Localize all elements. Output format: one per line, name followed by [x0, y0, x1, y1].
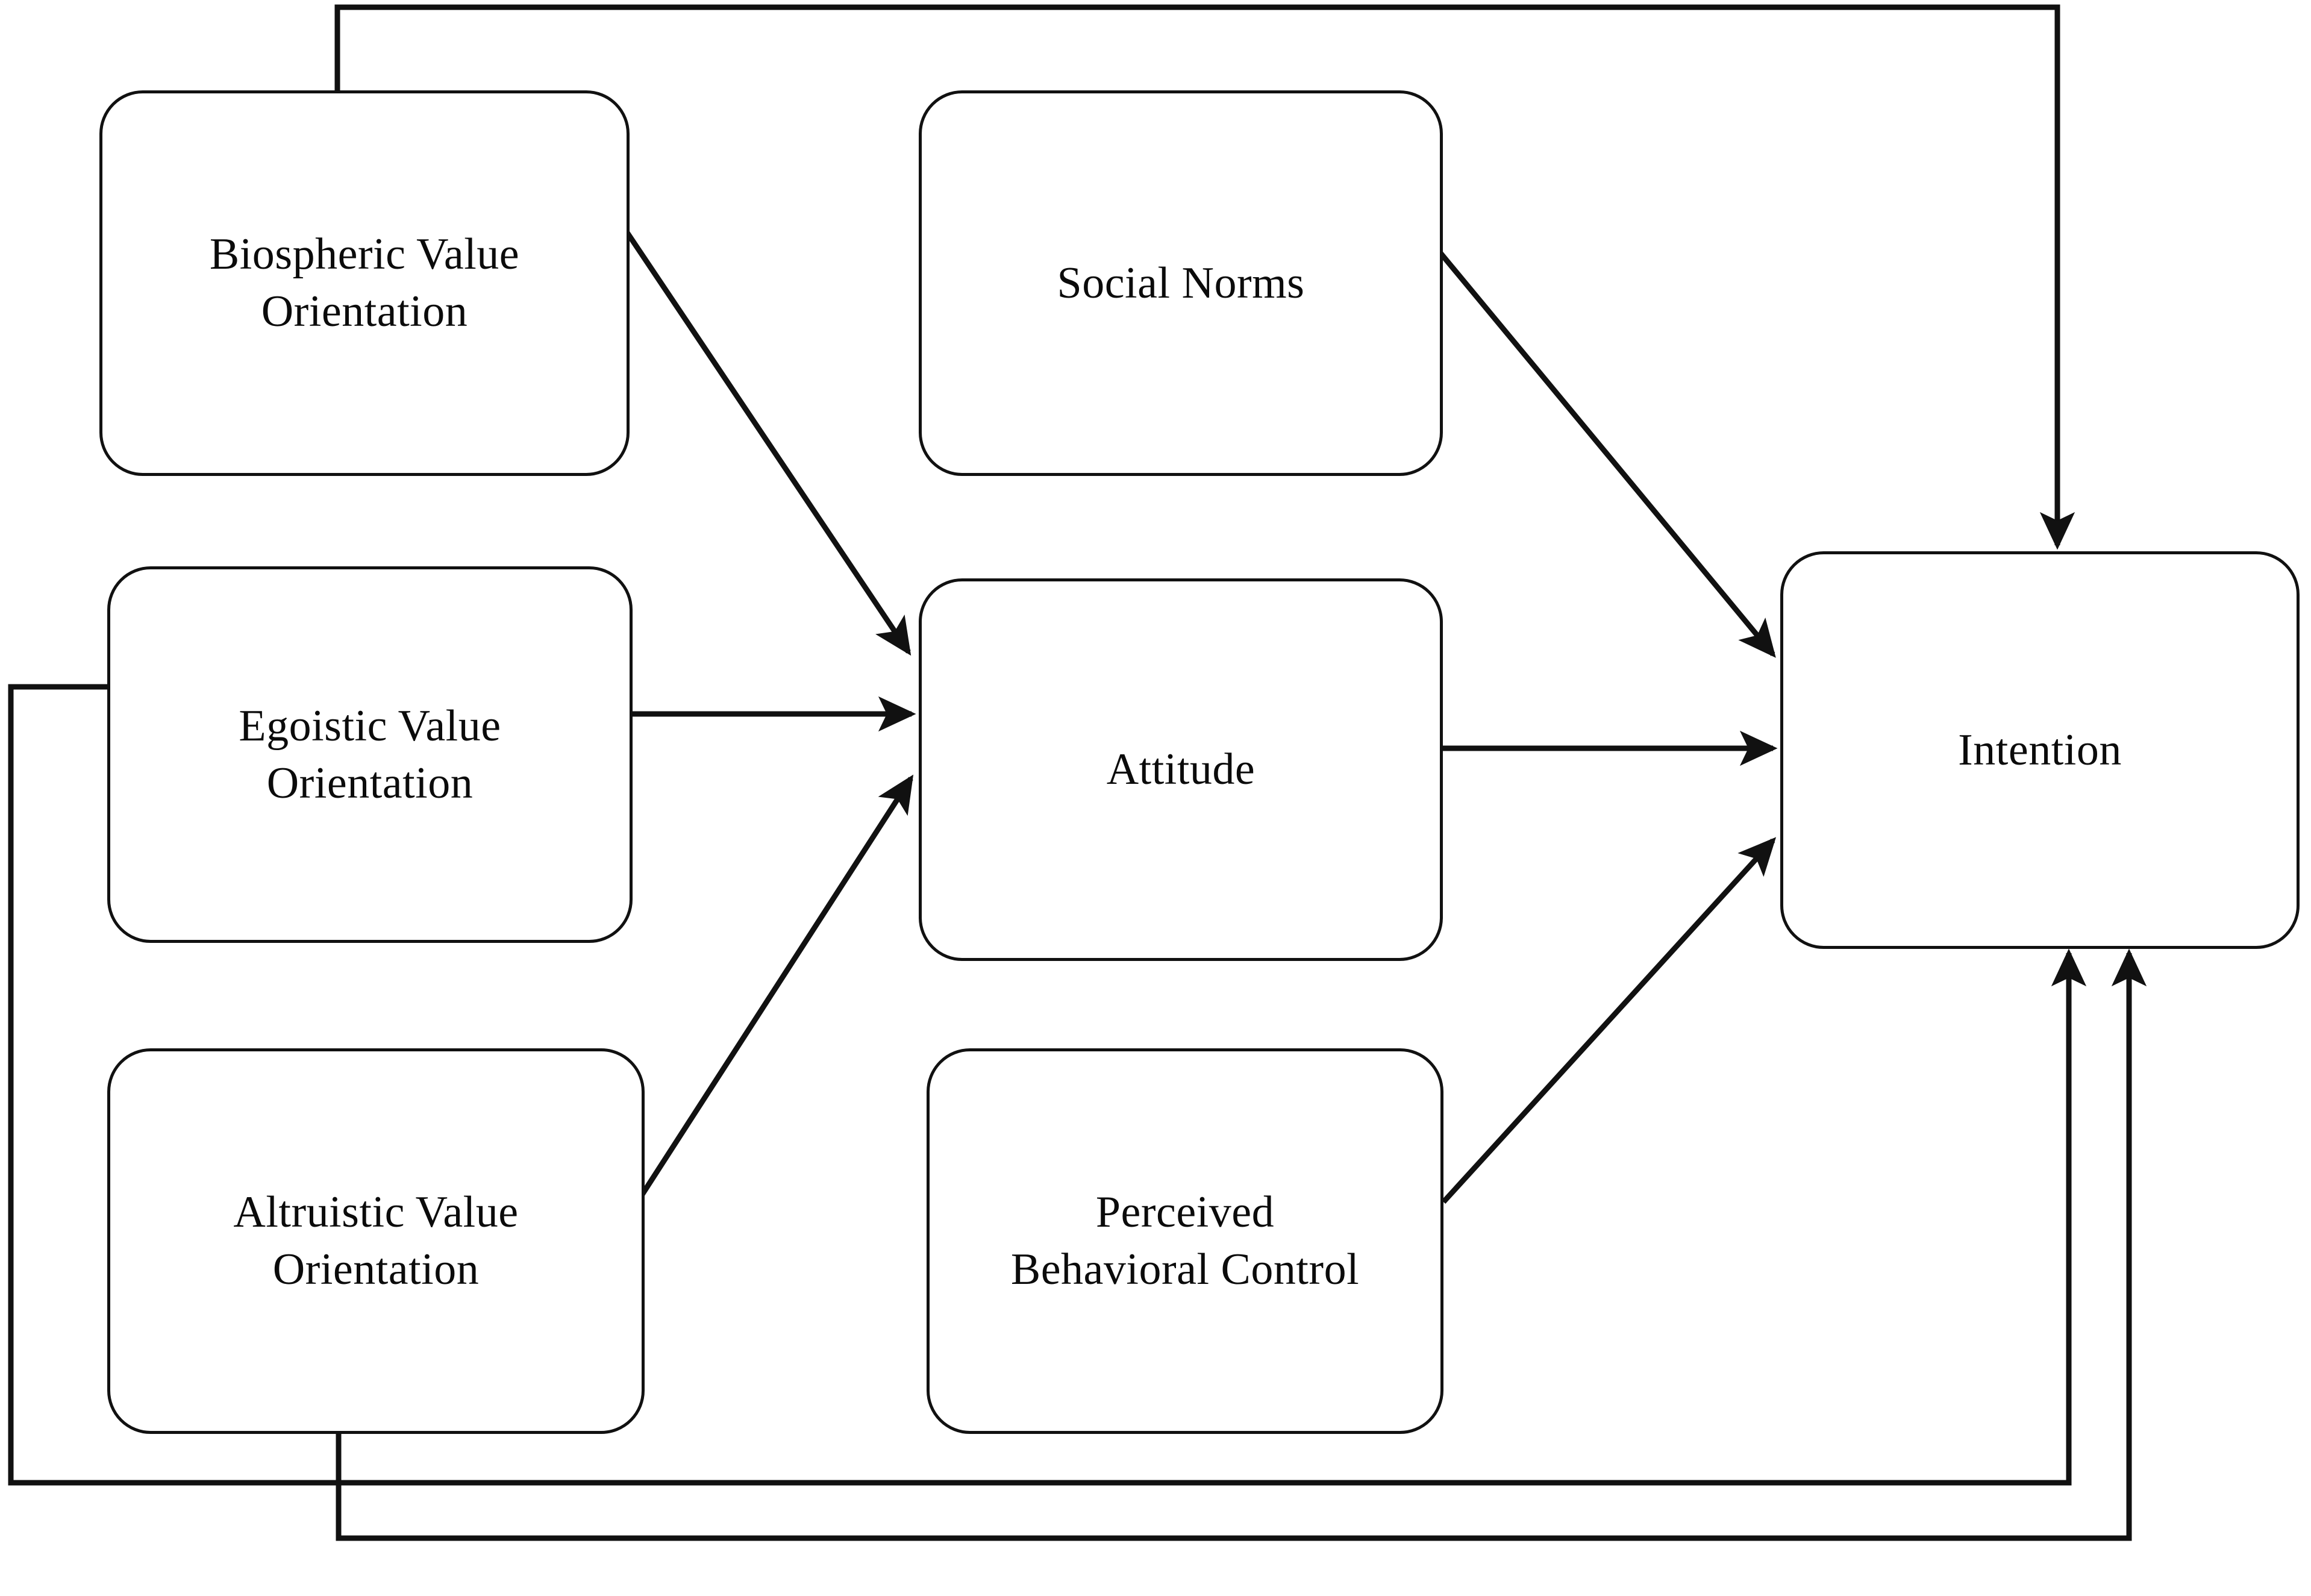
edge-pbc-to-intention — [1441, 837, 1777, 1204]
edge-social-norms-to-intention — [1412, 220, 1776, 658]
node-label-attitude: Attitude — [1106, 745, 1256, 795]
node-label-egoistic: Egoistic Value Orientation — [239, 701, 501, 808]
node-label-altruistic: Altruistic Value Orientation — [233, 1188, 519, 1294]
node-label-pbc: Perceived Behavioral Control — [1010, 1188, 1360, 1294]
edge-altruistic-to-attitude — [635, 774, 914, 1204]
node-social-norms[interactable]: Social Norms — [919, 90, 1443, 476]
edge-biospheric-to-attitude — [622, 227, 912, 656]
node-intention[interactable]: Intention — [1780, 551, 2300, 949]
node-attitude[interactable]: Attitude — [919, 578, 1443, 961]
node-biospheric-value-orientation[interactable]: Biospheric Value Orientation — [99, 90, 630, 476]
node-perceived-behavioral-control[interactable]: Perceived Behavioral Control — [927, 1048, 1443, 1434]
node-label-biospheric: Biospheric Value Orientation — [209, 230, 520, 336]
node-egoistic-value-orientation[interactable]: Egoistic Value Orientation — [107, 566, 633, 943]
node-altruistic-value-orientation[interactable]: Altruistic Value Orientation — [107, 1048, 645, 1434]
node-label-social-norms: Social Norms — [1057, 258, 1305, 308]
node-label-intention: Intention — [1958, 725, 2122, 775]
